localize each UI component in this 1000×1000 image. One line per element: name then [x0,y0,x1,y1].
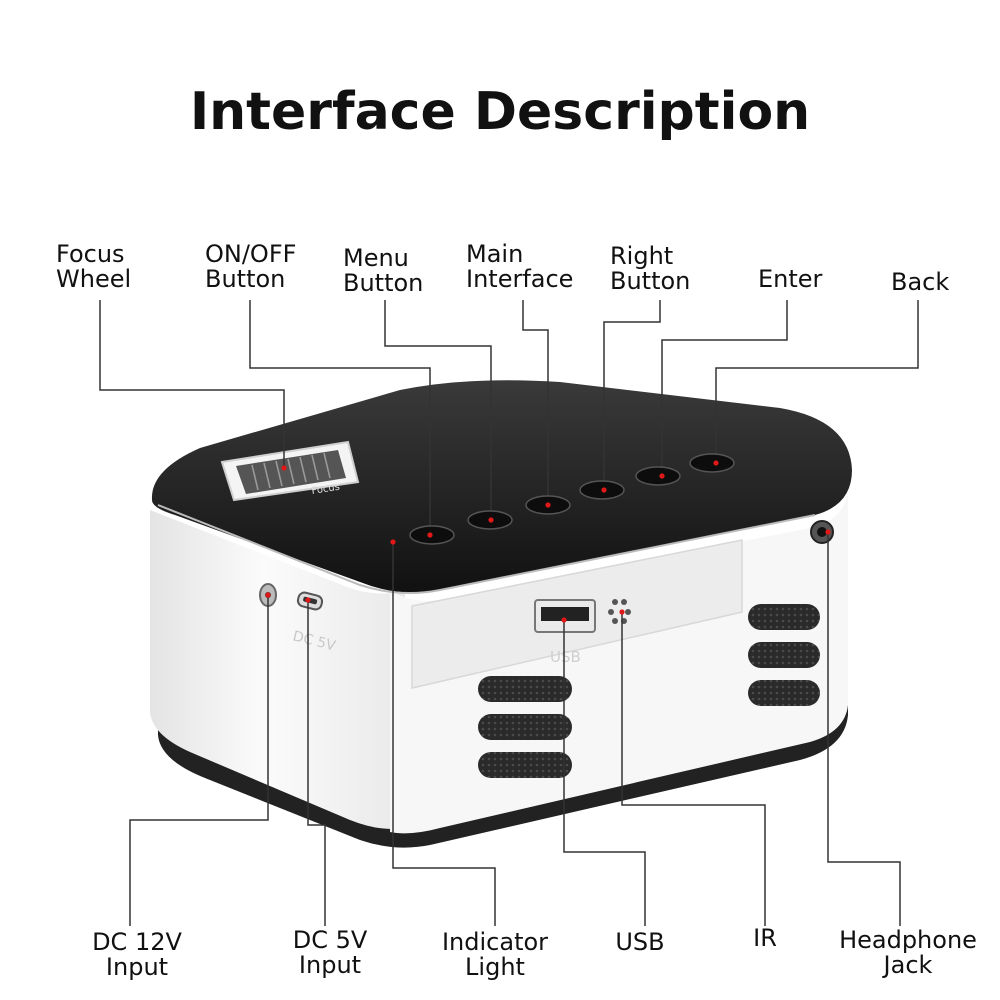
label-on-off-button: ON/OFF Button [205,240,297,293]
label-dc-5v-input: DC 5V Input [292,926,368,979]
callout-dot-indicator-light [390,539,396,545]
device-side-face [150,510,405,829]
device-top [151,380,852,593]
leader-main-interface [522,300,549,505]
usb-port-marking: USB [550,648,581,666]
enter-button[interactable] [635,466,681,486]
callout-dot-focus-wheel [281,465,287,471]
label-headphone-jack: Headphone Jack [839,926,977,979]
label-enter: Enter [758,265,823,293]
callout-dot-dc-12v-input [265,592,271,598]
callout-dot-right-button [601,487,607,493]
callout-dot-ir [619,609,625,615]
leader-enter [661,300,788,476]
vent-right [748,604,820,706]
callout-dot-enter [659,473,665,479]
leader-on-off-button [249,300,431,535]
callout-dot-headphone-jack [825,529,831,535]
label-back: Back [891,268,950,296]
label-usb: USB [615,928,665,956]
label-indicator-light: Indicator Light [441,928,549,981]
callout-dot-main-interface [545,502,551,508]
callout-dot-dc-5v-input [305,597,311,603]
back-button[interactable] [689,453,735,473]
leader-dc-5v-input [307,600,326,926]
label-menu-button: Menu Button [343,244,424,297]
label-dc-12v-input: DC 12V Input [92,928,182,981]
label-main-interface: Main Interface [466,240,574,293]
leader-right-button [603,300,661,490]
label-right-button: Right Button [610,242,691,295]
focus-marking: Focus [311,482,341,497]
usb-port[interactable] [534,599,596,633]
callout-dot-usb [561,617,567,623]
callout-dot-back [713,460,719,466]
leader-dc-12v-input [129,595,269,926]
leader-headphone-jack [827,532,901,926]
vent-left [478,676,572,778]
leader-usb [563,620,646,926]
leader-indicator-light [392,542,496,926]
callout-dot-menu-button [488,517,494,523]
leader-focus-wheel [99,300,285,468]
page-title: Interface Description [189,82,811,142]
focus-wheel[interactable]: Focus [220,440,360,502]
callout-dot-on-off-button [427,532,433,538]
label-focus-wheel: Focus Wheel [56,240,132,293]
leader-ir [621,612,766,926]
leader-back [715,300,919,463]
label-ir: IR [753,924,777,952]
leader-menu-button [384,300,492,520]
